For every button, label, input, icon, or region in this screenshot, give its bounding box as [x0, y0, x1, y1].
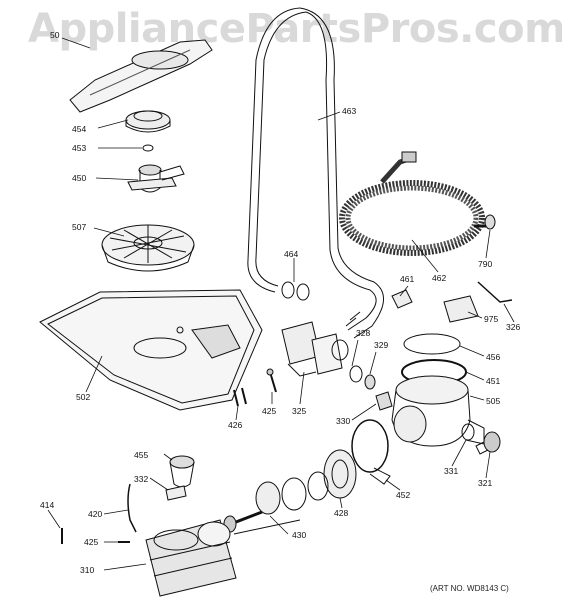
part-330	[375, 391, 393, 411]
part-454	[125, 110, 171, 133]
part-975	[443, 295, 479, 323]
part-464	[281, 281, 310, 301]
art-number: (ART NO. WD8143 C)	[430, 584, 509, 593]
part-455	[169, 455, 195, 488]
label-325: 325	[292, 406, 306, 416]
part-329	[364, 374, 376, 390]
label-414: 414	[40, 500, 54, 510]
label-321: 321	[478, 478, 492, 488]
leader-lines	[47, 37, 515, 571]
label-455: 455	[134, 450, 148, 460]
part-labels: 50 454 453 450 507 463 464 502 462 790 4…	[40, 30, 520, 575]
part-332	[165, 485, 187, 501]
label-453: 453	[72, 143, 86, 153]
label-505: 505	[486, 396, 500, 406]
label-328: 328	[356, 328, 370, 338]
label-502: 502	[76, 392, 90, 402]
label-454: 454	[72, 124, 86, 134]
label-456: 456	[486, 352, 500, 362]
label-428: 428	[334, 508, 348, 518]
part-461	[391, 289, 413, 309]
part-456	[403, 333, 461, 355]
part-430	[223, 471, 329, 535]
label-425-lower: 425	[84, 537, 98, 547]
label-975: 975	[484, 314, 498, 324]
part-502	[39, 289, 263, 411]
label-329: 329	[374, 340, 388, 350]
label-420: 420	[88, 509, 102, 519]
label-462: 462	[432, 273, 446, 283]
label-507: 507	[72, 222, 86, 232]
part-453	[142, 144, 154, 152]
part-507	[101, 224, 195, 272]
label-330: 330	[336, 416, 350, 426]
label-450: 450	[72, 173, 86, 183]
part-790	[484, 214, 496, 230]
label-50: 50	[50, 30, 60, 40]
label-451: 451	[486, 376, 500, 386]
spray-arm-part	[69, 39, 213, 113]
label-332: 332	[134, 474, 148, 484]
parts-425-426-screws	[233, 368, 277, 407]
part-310	[145, 519, 237, 597]
part-326	[477, 281, 513, 303]
label-461: 461	[400, 274, 414, 284]
label-452: 452	[396, 490, 410, 500]
label-464: 464	[284, 249, 298, 259]
part-328	[349, 365, 363, 383]
label-426: 426	[228, 420, 242, 430]
part-321	[475, 431, 501, 455]
label-331: 331	[444, 466, 458, 476]
part-505	[391, 375, 485, 447]
label-430: 430	[292, 530, 306, 540]
watermark: AppliancePartsPros.com	[28, 6, 562, 52]
hose-462	[339, 151, 486, 256]
label-463: 463	[342, 106, 356, 116]
part-325	[281, 311, 361, 377]
part-331	[461, 423, 475, 441]
part-452	[351, 419, 391, 485]
label-425-upper: 425	[262, 406, 276, 416]
label-326: 326	[506, 322, 520, 332]
part-428	[323, 449, 357, 499]
part-420	[127, 483, 137, 533]
hose-463	[247, 7, 384, 339]
label-310: 310	[80, 565, 94, 575]
part-450	[127, 164, 185, 193]
label-790: 790	[478, 259, 492, 269]
